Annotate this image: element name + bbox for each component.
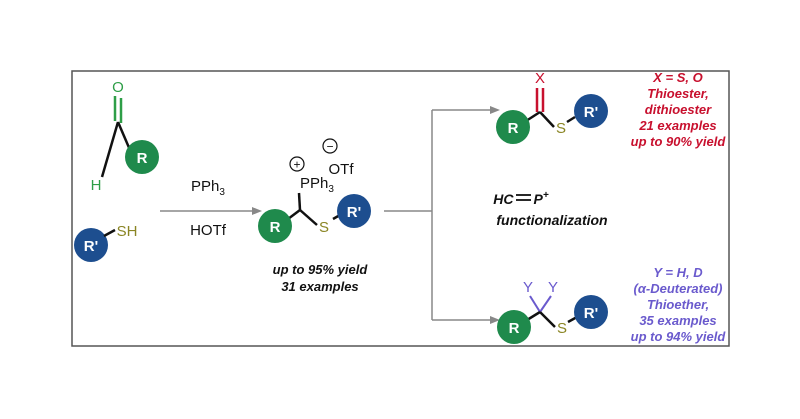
reaction-arrow-1 (160, 207, 262, 215)
sulfur-thioester: S (556, 120, 566, 137)
r-prime-label-thioether: R' (584, 305, 598, 322)
y-atom-right: Y (548, 279, 558, 296)
r-prime-label-thiol: R' (84, 238, 98, 255)
x-atom: X (535, 70, 545, 87)
thioester-label-line: X = S, O (652, 70, 703, 85)
thioether-label-line: (α-Deuterated) (634, 281, 723, 296)
thioether-label-line: Thioether, (647, 297, 709, 312)
phosphonium-intermediate: + − OTf PPh3 R S R' (258, 138, 371, 243)
sulfur-thioether: S (557, 320, 567, 337)
r-group-intermediate (258, 209, 292, 243)
r-label-aldehyde: R (137, 150, 148, 167)
thioester-label-line: dithioester (645, 102, 712, 117)
r-group-aldehyde (125, 140, 159, 174)
r-prime-label-thioester: R' (584, 104, 598, 121)
plus-charge-circle (289, 156, 305, 172)
thioether-product: Y Y R S R' (497, 279, 608, 344)
aldehyde-hydrogen: H (91, 177, 102, 194)
scheme-frame (71, 70, 730, 347)
thioester-label-line: 21 examples (638, 118, 716, 133)
minus-charge-circle (322, 138, 338, 154)
pph3-substituent: PPh3 (300, 175, 334, 195)
sulfur-intermediate: S (319, 219, 329, 236)
thioester-label-line: up to 90% yield (631, 134, 727, 149)
thiol-structure: R' SH (74, 223, 137, 262)
r-label-thioether: R (509, 320, 520, 337)
r-label-thioester: R (508, 120, 519, 137)
thiol-sh: SH (117, 223, 138, 240)
r-prime-group-thioester (574, 94, 608, 128)
plus-charge: + (293, 158, 300, 172)
r-prime-group-thiol (74, 228, 108, 262)
thioester-product: X R S R' (496, 70, 608, 144)
thioether-label-line: up to 94% yield (631, 329, 727, 344)
condition-pph3: PPh3 (191, 178, 225, 198)
condition-hotf: HOTf (190, 222, 227, 239)
thioether-label: Y = H, D (α-Deuterated) Thioether, 35 ex… (631, 265, 727, 344)
aldehyde-oxygen: O (112, 79, 124, 96)
r-group-thioether (497, 310, 531, 344)
intermediate-yield: up to 95% yield (273, 262, 369, 277)
r-prime-group-intermediate (337, 194, 371, 228)
minus-charge: − (326, 140, 333, 154)
thioether-label-line: 35 examples (639, 313, 716, 328)
branching-arrow (384, 106, 500, 324)
r-prime-group-thioether (574, 295, 608, 329)
thioether-label-line: Y = H, D (653, 265, 703, 280)
thioester-label: X = S, O Thioester, dithioester 21 examp… (631, 70, 727, 149)
counterion-otf: OTf (329, 161, 355, 178)
r-prime-label-intermediate: R' (347, 204, 361, 221)
r-group-thioester (496, 110, 530, 144)
aldehyde-structure: O H R (91, 79, 159, 194)
r-label-intermediate: R (270, 219, 281, 236)
thioester-label-line: Thioester, (647, 86, 708, 101)
y-atom-left: Y (523, 279, 533, 296)
intermediate-examples: 31 examples (281, 279, 358, 294)
center-note-line2: functionalization (496, 212, 607, 228)
